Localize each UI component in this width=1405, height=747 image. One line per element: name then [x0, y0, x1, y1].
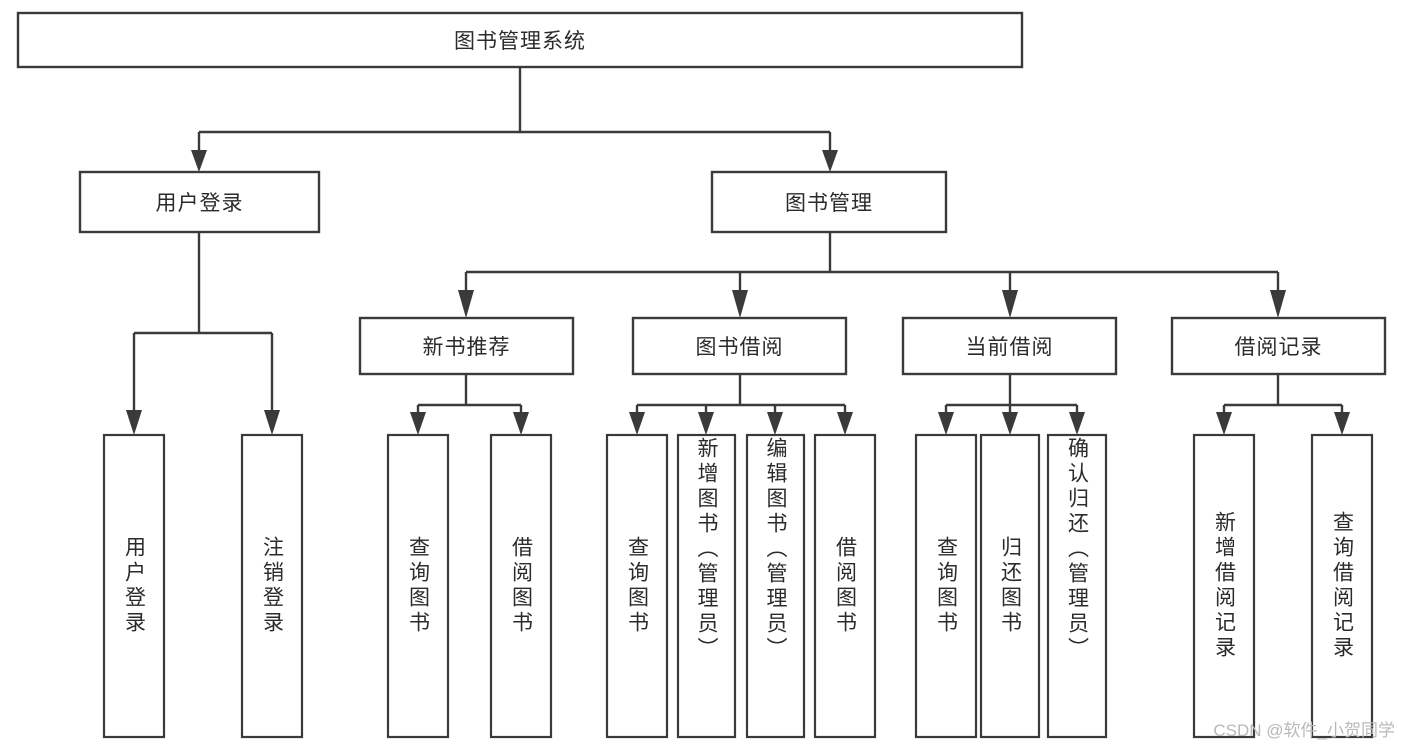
node-leaf-query-book-2[interactable]	[605, 433, 669, 739]
connector-group-root	[191, 67, 838, 172]
node-leaf-query-book-3[interactable]	[914, 433, 978, 739]
node-leaf-confirm-return[interactable]	[1046, 433, 1108, 739]
arrow-head-book-manage	[822, 150, 838, 172]
arrow-head-leaf-borrow-book-1	[513, 412, 529, 435]
arrow-head-current-borrow	[1002, 290, 1018, 318]
node-leaf-add-book[interactable]	[676, 433, 737, 739]
arrow-head-new-book-rec	[458, 290, 474, 318]
connector-group-book-manage	[458, 232, 1286, 318]
node-leaf-query-record[interactable]	[1310, 433, 1374, 739]
node-leaf-return-book[interactable]	[979, 433, 1041, 739]
arrow-head-borrow-record	[1270, 290, 1286, 318]
arrow-head-leaf-query-record	[1334, 412, 1350, 435]
arrow-head-leaf-borrow-book-2	[837, 412, 853, 435]
node-leaf-query-book-1[interactable]	[386, 433, 450, 739]
node-root[interactable]	[16, 11, 1024, 69]
node-new-book-rec[interactable]	[358, 316, 575, 376]
arrow-head-leaf-return-book	[1002, 412, 1018, 435]
arrow-head-leaf-logout	[264, 410, 280, 435]
connector-group-book-borrow	[629, 374, 853, 435]
connector-group-current-borrow	[938, 374, 1085, 435]
connector-group-user-login	[126, 232, 280, 435]
node-borrow-record[interactable]	[1170, 316, 1387, 376]
node-user-login[interactable]	[78, 170, 321, 234]
connector-group-borrow-record	[1216, 374, 1350, 435]
arrow-head-user-login	[191, 150, 207, 172]
connector-group-new-book-rec	[410, 374, 529, 435]
node-leaf-borrow-book-1[interactable]	[489, 433, 553, 739]
arrow-head-leaf-query-book-3	[938, 412, 954, 435]
node-current-borrow[interactable]	[901, 316, 1118, 376]
node-book-borrow[interactable]	[631, 316, 848, 376]
node-leaf-add-record[interactable]	[1192, 433, 1256, 739]
node-leaf-user-login[interactable]	[102, 433, 166, 739]
arrow-head-leaf-query-book-2	[629, 412, 645, 435]
arrow-head-leaf-edit-book	[767, 412, 783, 435]
node-leaf-borrow-book-2[interactable]	[813, 433, 877, 739]
node-leaf-logout[interactable]	[240, 433, 304, 739]
arrow-head-leaf-query-book-1	[410, 412, 426, 435]
csdn-watermark: CSDN @软件_小贺同学	[1213, 721, 1395, 740]
arrow-head-leaf-confirm-return	[1069, 412, 1085, 435]
arrow-head-leaf-add-book	[698, 412, 714, 435]
arrow-head-leaf-user-login	[126, 410, 142, 435]
arrow-head-book-borrow	[732, 290, 748, 318]
node-leaf-edit-book[interactable]	[745, 433, 806, 739]
arrow-head-leaf-add-record	[1216, 412, 1232, 435]
node-book-manage[interactable]	[710, 170, 948, 234]
